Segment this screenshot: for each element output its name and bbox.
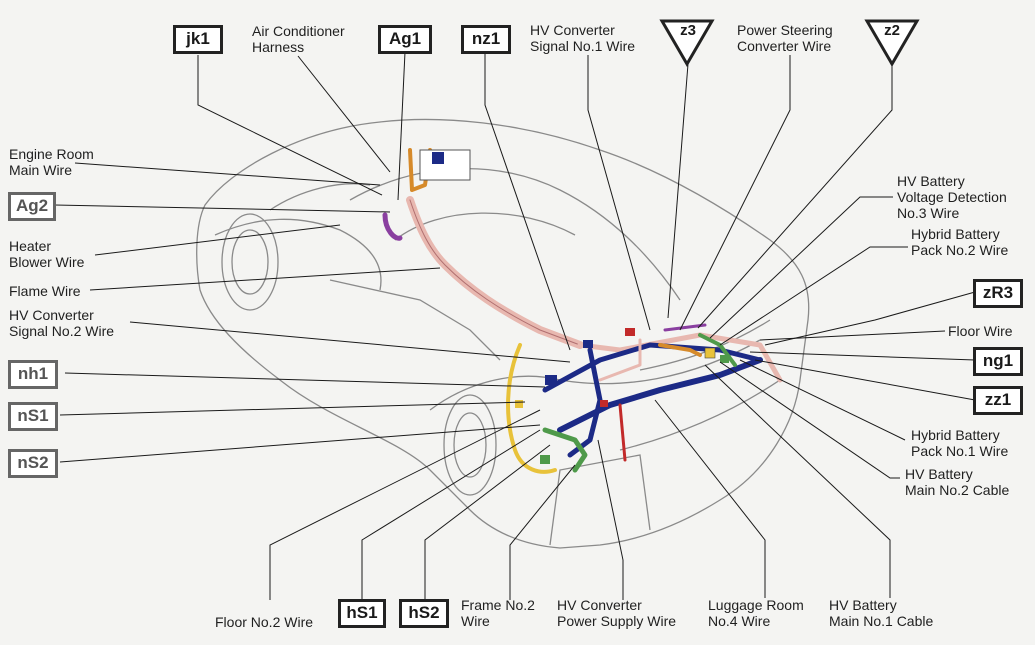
label-floor-no2: Floor No.2 Wire	[215, 614, 314, 630]
connector-ng1: ng1	[973, 347, 1023, 376]
connector-z2-label: z2	[884, 22, 900, 39]
label-hv-converter-power-supply: HV Converter Power Supply Wire	[557, 597, 677, 629]
label-hv-battery-main-no1: HV Battery Main No.1 Cable	[829, 597, 934, 629]
car-outline	[196, 118, 810, 549]
leader-lines	[54, 51, 976, 600]
label-hybrid-battery-pack-no1: Hybrid Battery Pack No.1 Wire	[911, 427, 1009, 459]
connector-z2: z2	[866, 19, 918, 65]
connector-ns1: nS1	[8, 402, 58, 431]
connector-jk1: jk1	[173, 25, 223, 54]
connector-z3-label: z3	[680, 22, 696, 39]
label-air-conditioner-harness: Air Conditioner Harness	[252, 23, 345, 55]
connector-nh1: nh1	[8, 360, 58, 389]
label-floor-wire: Floor Wire	[948, 323, 1013, 339]
wiring-harnesses	[382, 148, 783, 474]
z2-triangle	[864, 19, 920, 67]
label-hv-battery-main-no2: HV Battery Main No.2 Cable	[905, 466, 1010, 498]
connector-zz1: zz1	[973, 386, 1023, 415]
connector-hs2: hS2	[399, 599, 449, 628]
connector-ag1: Ag1	[378, 25, 432, 54]
harness-connectors	[419, 149, 729, 464]
label-luggage-room-no4: Luggage Room No.4 Wire	[708, 597, 804, 629]
connector-nz1: nz1	[461, 25, 511, 54]
connector-ns2: nS2	[8, 449, 58, 478]
label-hv-converter-signal-no1: HV Converter Signal No.1 Wire	[530, 22, 636, 54]
connector-zr3: zR3	[973, 279, 1023, 308]
label-flame-wire: Flame Wire	[9, 283, 81, 299]
z3-triangle	[659, 19, 715, 67]
connector-ag2: Ag2	[8, 192, 56, 221]
connector-z3: z3	[662, 19, 714, 65]
connector-hs1: hS1	[338, 599, 386, 628]
label-frame-no2: Frame No.2 Wire	[461, 597, 535, 629]
label-power-steering-converter: Power Steering Converter Wire	[737, 22, 833, 54]
label-engine-room-main: Engine Room Main Wire	[9, 146, 94, 178]
label-hv-converter-signal-no2: HV Converter Signal No.2 Wire	[9, 307, 115, 339]
label-heater-blower: Heater Blower Wire	[9, 238, 85, 270]
label-hv-battery-voltage-no3: HV Battery Voltage Detection No.3 Wire	[897, 173, 1007, 221]
label-hybrid-battery-pack-no2: Hybrid Battery Pack No.2 Wire	[911, 226, 1009, 258]
